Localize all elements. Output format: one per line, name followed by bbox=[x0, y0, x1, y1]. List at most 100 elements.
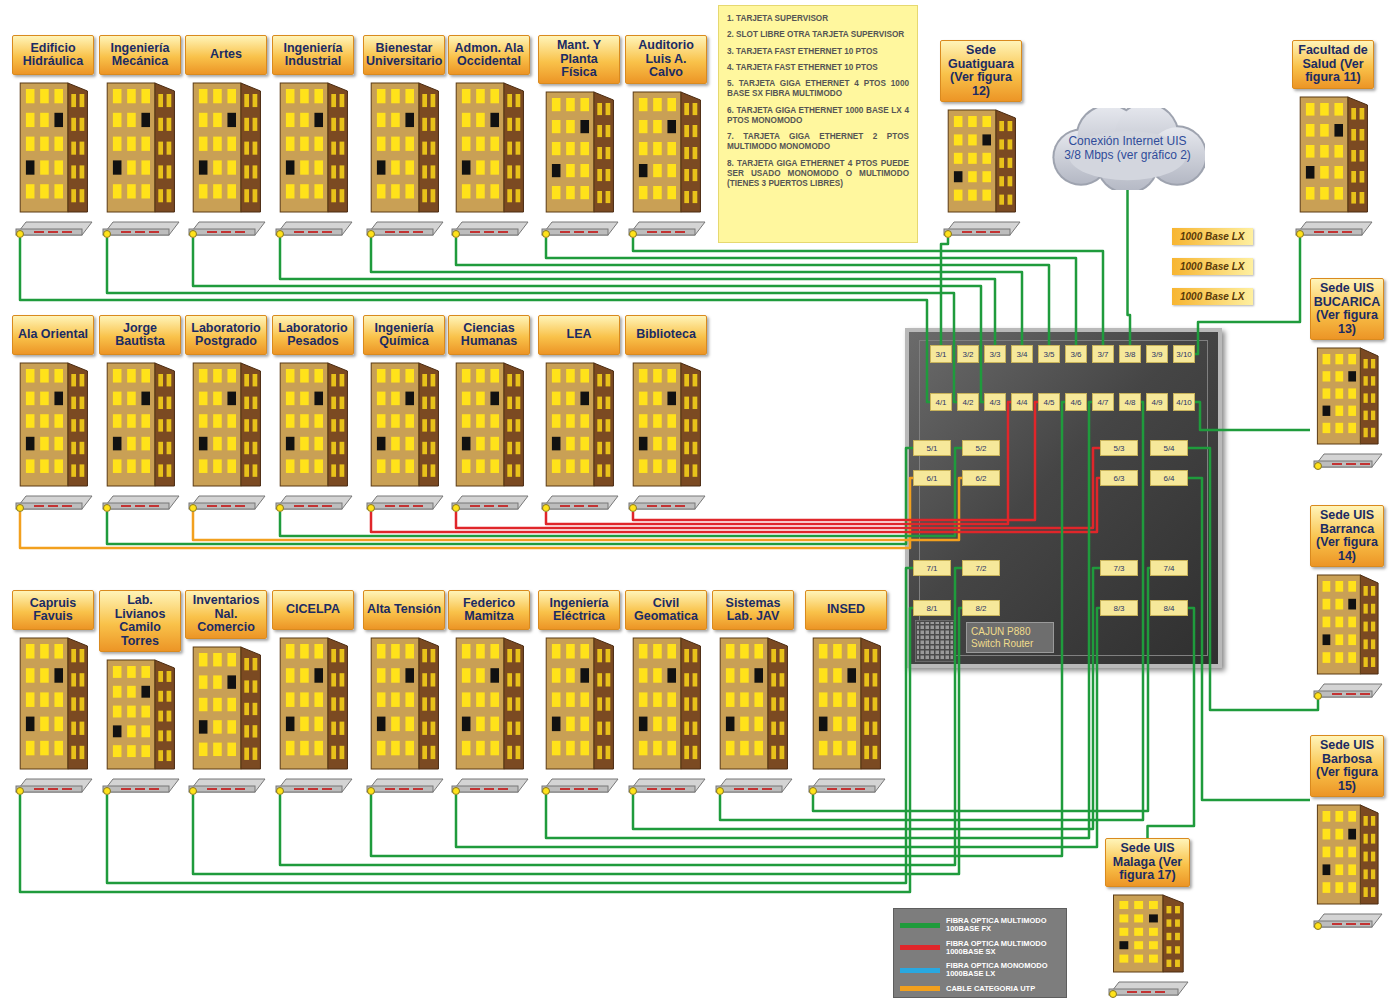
side-window bbox=[244, 142, 249, 155]
window bbox=[391, 414, 400, 428]
window bbox=[113, 160, 122, 174]
building-illustration bbox=[363, 79, 445, 238]
window bbox=[1119, 955, 1128, 963]
window bbox=[405, 369, 414, 383]
side-window bbox=[1371, 376, 1375, 385]
node-text: 7/2 bbox=[975, 564, 986, 573]
switch-leds bbox=[308, 231, 318, 233]
side-window bbox=[80, 746, 85, 759]
switch-leds bbox=[560, 505, 570, 507]
node-text: Ciencias Humanas bbox=[451, 322, 527, 349]
window bbox=[476, 668, 485, 683]
window bbox=[1306, 103, 1315, 116]
side-window bbox=[516, 697, 521, 710]
side-window bbox=[516, 722, 521, 735]
side-window bbox=[606, 125, 611, 137]
building-side bbox=[1163, 895, 1183, 972]
side-window bbox=[606, 374, 611, 386]
window bbox=[476, 369, 485, 383]
window bbox=[286, 459, 295, 473]
side-window bbox=[167, 374, 172, 386]
window bbox=[639, 392, 648, 406]
window bbox=[227, 414, 236, 428]
side-window bbox=[167, 442, 172, 454]
building-front bbox=[193, 363, 241, 486]
window bbox=[40, 369, 49, 383]
side-window bbox=[771, 649, 776, 662]
window bbox=[113, 437, 122, 451]
side-window bbox=[71, 649, 76, 662]
building-front bbox=[633, 92, 681, 212]
side-window bbox=[1371, 393, 1375, 402]
switch-leds bbox=[399, 505, 409, 507]
window bbox=[213, 437, 222, 451]
window bbox=[552, 717, 561, 732]
window bbox=[476, 437, 485, 451]
side-window bbox=[422, 118, 427, 131]
card-slot: 7/1 bbox=[913, 560, 951, 576]
switch-icon bbox=[1314, 914, 1382, 927]
side-window bbox=[167, 711, 172, 722]
node-text: Laboratorio Pesados bbox=[275, 322, 351, 349]
window bbox=[26, 414, 35, 428]
switch-front bbox=[16, 229, 82, 235]
side-window bbox=[1360, 192, 1365, 204]
speed-tag: 1000 Base LX bbox=[1172, 228, 1253, 245]
card-slot: 6/2 bbox=[962, 470, 1000, 486]
window bbox=[490, 741, 499, 756]
port: 4/7 bbox=[1092, 393, 1114, 411]
fiber-link bbox=[20, 478, 913, 548]
switch-leds bbox=[1332, 923, 1342, 925]
switch-leds bbox=[207, 231, 217, 233]
switch-front bbox=[103, 786, 169, 792]
window bbox=[314, 668, 323, 683]
switch-leds bbox=[1127, 991, 1137, 993]
building-side bbox=[68, 363, 88, 486]
building-drawing bbox=[272, 79, 354, 238]
building-drawing bbox=[448, 359, 530, 512]
window bbox=[377, 414, 386, 428]
port: 4/3 bbox=[984, 393, 1006, 411]
window bbox=[566, 392, 575, 406]
side-window bbox=[693, 697, 698, 710]
window bbox=[754, 668, 763, 683]
switch-leds bbox=[385, 231, 395, 233]
side-window bbox=[431, 722, 436, 735]
window bbox=[314, 741, 323, 756]
building-node: Mant. Y Planta Física bbox=[538, 35, 620, 238]
side-window bbox=[1351, 150, 1356, 162]
side-window bbox=[684, 746, 689, 759]
window bbox=[819, 717, 828, 732]
side-window bbox=[1351, 192, 1356, 204]
window bbox=[653, 164, 662, 177]
window bbox=[1306, 145, 1315, 158]
window bbox=[1348, 864, 1356, 875]
building-front bbox=[720, 638, 768, 769]
switch-leds bbox=[647, 231, 657, 233]
window bbox=[667, 644, 676, 659]
window bbox=[653, 186, 662, 199]
side-window bbox=[331, 697, 336, 710]
side-window bbox=[253, 725, 258, 737]
switch-front bbox=[189, 229, 255, 235]
window bbox=[227, 743, 236, 756]
window bbox=[1134, 955, 1143, 963]
building-side bbox=[504, 638, 524, 769]
window bbox=[127, 745, 136, 757]
side-window bbox=[340, 419, 345, 431]
window bbox=[40, 437, 49, 451]
side-window bbox=[1166, 933, 1171, 940]
window bbox=[653, 668, 662, 683]
window bbox=[740, 717, 749, 732]
node-text: Mant. Y Planta Física bbox=[541, 39, 617, 80]
side-window bbox=[244, 118, 249, 131]
switch-leds bbox=[855, 788, 865, 790]
window bbox=[286, 717, 295, 732]
switch-leds bbox=[574, 231, 584, 233]
side-window bbox=[780, 746, 785, 759]
side-window bbox=[1175, 906, 1180, 913]
switch-front bbox=[452, 786, 518, 792]
building-drawing bbox=[625, 88, 707, 238]
fiber-port-dot bbox=[630, 505, 637, 512]
